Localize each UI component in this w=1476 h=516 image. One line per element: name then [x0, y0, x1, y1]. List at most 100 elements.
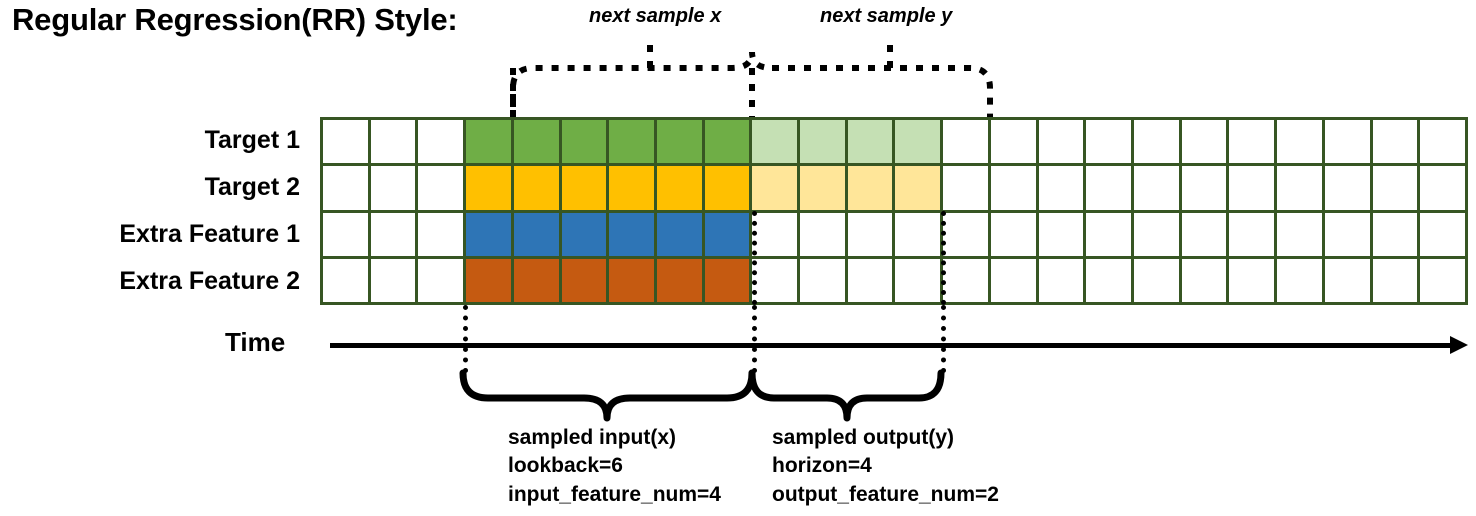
grid-cell-empty-r3-c21	[1277, 212, 1322, 256]
grid-cell-empty-r1-c17	[1086, 120, 1132, 164]
grid-cell-input-r1-c8	[656, 120, 702, 164]
grid-cell-input-r3-c5	[513, 212, 559, 256]
grid-cell-input-r2-c8	[656, 166, 702, 210]
time-axis	[330, 336, 1468, 354]
brace-sampled-input	[459, 369, 756, 422]
grid-cell-empty-r4-c19	[1181, 258, 1227, 302]
grid-cell-input-r1-c9	[704, 120, 750, 164]
grid-cell-input-r4-c7	[609, 258, 654, 302]
dotted-connector-input-end	[752, 305, 757, 373]
grid-cell-empty-r4-c10	[752, 258, 798, 302]
grid-cell-empty-r2-c15	[990, 166, 1036, 210]
grid-cell-empty-r3-c10	[752, 212, 798, 256]
dotted-connector-output-end	[941, 305, 946, 373]
grid-cell-input-r4-c5	[513, 258, 559, 302]
grid-cell-empty-r1-c3	[418, 120, 464, 164]
grid-cell-input-r3-c8	[656, 212, 702, 256]
grid-cell-empty-r2-c24	[1420, 166, 1465, 210]
dotted-brace-next-sample-y	[772, 65, 993, 117]
grid-cell-empty-r2-c22	[1324, 166, 1370, 210]
grid-cell-empty-r1-c14	[943, 120, 988, 164]
time-axis-line	[330, 343, 1454, 348]
grid-cell-empty-r1-c2	[370, 120, 416, 164]
annotation-next-sample-x: next sample x	[589, 5, 722, 27]
grid-cell-empty-r1-c15	[990, 120, 1036, 164]
caption-input-line-1: sampled input(x)	[508, 426, 677, 449]
grid-cell-empty-r3-c19	[1181, 212, 1227, 256]
grid-cell-empty-r4-c23	[1372, 258, 1418, 302]
grid-cell-empty-r4-c20	[1229, 258, 1275, 302]
brace-sampled-output	[748, 369, 945, 422]
grid-cell-input-r1-c6	[561, 120, 607, 164]
grid-cell-empty-r3-c22	[1324, 212, 1370, 256]
grid-cell-empty-r2-c14	[943, 166, 988, 210]
grid-cell-input-r4-c4	[466, 258, 511, 302]
grid-cell-input-r4-c8	[656, 258, 702, 302]
caption-sampled-input: sampled input(x) lookback=6 input_featur…	[508, 424, 721, 509]
grid-cell-input-r3-c7	[609, 212, 654, 256]
grid-cell-empty-r2-c18	[1134, 166, 1179, 210]
dotted-connector-input-start	[463, 305, 468, 373]
caption-output-line-2: horizon=4	[772, 454, 872, 478]
grid-cell-empty-r3-c24	[1420, 212, 1465, 256]
grid-cell-empty-r1-c18	[1134, 120, 1179, 164]
grid-cell-empty-r3-c3	[418, 212, 464, 256]
grid-cell-input-r3-c9	[704, 212, 750, 256]
right-arrow-icon	[1450, 336, 1468, 354]
grid-cell-empty-r4-c3	[418, 258, 464, 302]
grid-cell-empty-r2-c2	[370, 166, 416, 210]
grid-cell-empty-r4-c1	[323, 258, 368, 302]
grid-cell-empty-r2-c23	[1372, 166, 1418, 210]
grid-cell-empty-r3-c17	[1086, 212, 1132, 256]
dotted-divider-output-boundary	[941, 211, 946, 305]
caption-output-line-1: sampled output(y)	[772, 426, 954, 449]
page-title: Regular Regression(RR) Style:	[12, 2, 458, 37]
grid-cell-input-r4-c9	[704, 258, 750, 302]
grid-cell-input-r3-c6	[561, 212, 607, 256]
grid-cell-empty-r3-c2	[370, 212, 416, 256]
grid-cell-input-r1-c5	[513, 120, 559, 164]
grid-cell-empty-r1-c24	[1420, 120, 1465, 164]
grid-cell-input-r1-c7	[609, 120, 654, 164]
timeline-grid	[320, 117, 1468, 305]
grid-cell-input-r2-c9	[704, 166, 750, 210]
annotation-next-sample-y: next sample y	[820, 5, 953, 27]
grid-cell-empty-r3-c15	[990, 212, 1036, 256]
grid-cell-input-r2-c5	[513, 166, 559, 210]
grid-cell-empty-r4-c2	[370, 258, 416, 302]
grid-cell-empty-r3-c18	[1134, 212, 1179, 256]
grid-cell-empty-r4-c13	[895, 258, 941, 302]
grid-cell-output-r1-c10	[752, 120, 798, 164]
dotted-divider-input-boundary	[752, 211, 757, 305]
grid-cell-empty-r4-c17	[1086, 258, 1132, 302]
grid-cell-empty-r1-c16	[1038, 120, 1084, 164]
grid-cell-empty-r1-c22	[1324, 120, 1370, 164]
grid-cell-empty-r3-c14	[943, 212, 988, 256]
caption-input-line-2: lookback=6	[508, 454, 623, 478]
grid-cell-output-r2-c10	[752, 166, 798, 210]
dotted-brace-next-sample-x	[510, 51, 773, 117]
grid-cell-empty-r3-c11	[800, 212, 845, 256]
grid-cell-output-r1-c12	[847, 120, 893, 164]
grid-cell-input-r4-c6	[561, 258, 607, 302]
grid-cell-output-r1-c13	[895, 120, 941, 164]
grid-cell-empty-r3-c23	[1372, 212, 1418, 256]
grid-cell-empty-r1-c1	[323, 120, 368, 164]
grid-cell-empty-r3-c12	[847, 212, 893, 256]
caption-sampled-output: sampled output(y) horizon=4 output_featu…	[772, 424, 999, 509]
grid-cell-empty-r3-c1	[323, 212, 368, 256]
grid-cell-output-r2-c13	[895, 166, 941, 210]
grid-cell-output-r2-c12	[847, 166, 893, 210]
row-label-column: Target 1 Target 2 Extra Feature 1 Extra …	[0, 117, 310, 305]
grid-cell-empty-r1-c20	[1229, 120, 1275, 164]
grid-cell-empty-r4-c18	[1134, 258, 1179, 302]
grid-cell-empty-r1-c19	[1181, 120, 1227, 164]
grid-cell-empty-r4-c21	[1277, 258, 1322, 302]
grid-cell-empty-r4-c11	[800, 258, 845, 302]
grid-cell-input-r2-c7	[609, 166, 654, 210]
grid-cell-input-r2-c6	[561, 166, 607, 210]
grid-cell-empty-r4-c12	[847, 258, 893, 302]
grid-cell-empty-r2-c20	[1229, 166, 1275, 210]
grid-cell-output-r1-c11	[800, 120, 845, 164]
